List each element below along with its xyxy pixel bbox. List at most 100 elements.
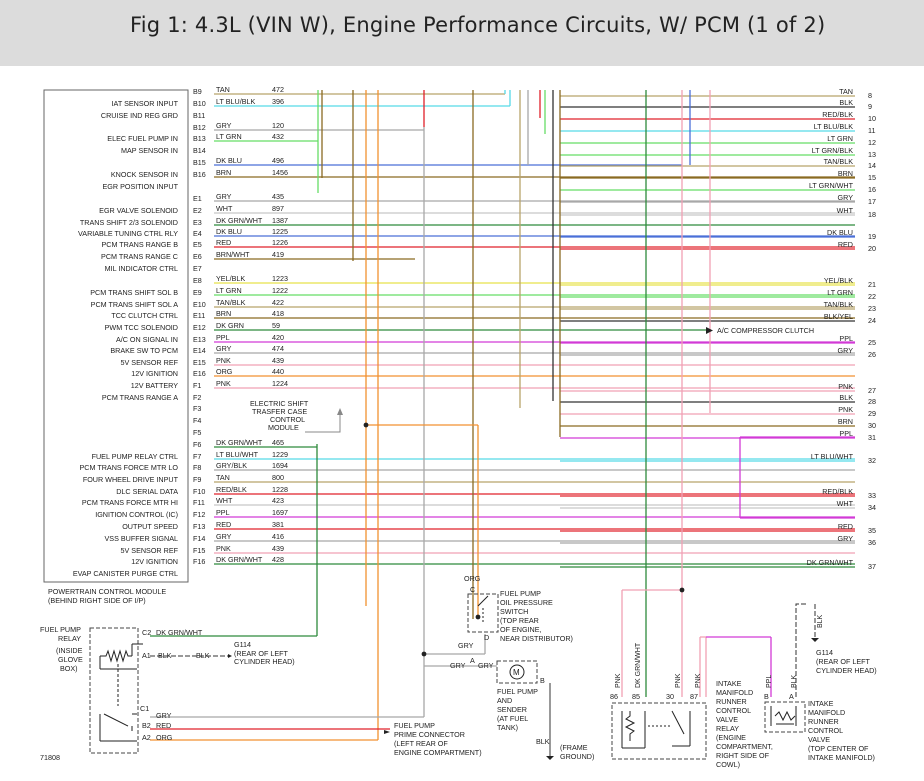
right-wire-label: DK GRN/WHT <box>807 558 854 567</box>
pin-circuit-number: 59 <box>272 321 280 330</box>
g114-right-wire <box>795 603 808 697</box>
oil-switch-label-2: OIL PRESSURE <box>500 598 553 607</box>
pin-circuit-number: 419 <box>272 250 284 259</box>
title-bar: Fig 1: 4.3L (VIN W), Engine Performance … <box>0 0 924 66</box>
relay-coil <box>100 649 132 663</box>
pin-wire-color: DK BLU <box>216 227 242 236</box>
g114-right-label-3: CYLINDER HEAD) <box>816 666 877 675</box>
right-wire-number: 29 <box>868 409 876 418</box>
pin-wire-color: LT GRN <box>216 132 242 141</box>
pin-circuit-number: 1226 <box>272 238 288 247</box>
pin-wire-color: RED/BLK <box>216 485 247 494</box>
pin-id: E14 <box>193 346 206 355</box>
pcm-pin-row: EVAP CANISTER PURGE CTRL <box>73 569 178 578</box>
pin-wire-color: GRY/BLK <box>216 461 247 470</box>
oil-switch-d: D <box>484 633 489 642</box>
pin-wire-color: LT GRN <box>216 286 242 295</box>
right-wire-number: 12 <box>868 138 876 147</box>
pin-function-label: PCM TRANS RANGE A <box>102 393 178 402</box>
figure-title: Fig 1: 4.3L (VIN W), Engine Performance … <box>130 13 826 37</box>
frame-ground-label-2: GROUND) <box>560 752 594 761</box>
ground-symbol <box>228 654 232 658</box>
pin-function-label: 5V SENSOR REF <box>120 546 178 555</box>
sender-gry1: GRY <box>450 661 466 670</box>
right-wire-label: BRN <box>838 417 853 426</box>
pin-function-label: EVAP CANISTER PURGE CTRL <box>73 569 178 578</box>
relay-c2-wire: DK GRN/WHT <box>156 628 203 637</box>
pin-id: B9 <box>193 87 202 96</box>
oil-switch-gry: GRY <box>458 641 474 650</box>
prime-connector-label-1: FUEL PUMP <box>394 721 435 730</box>
pin-wire-color: PNK <box>216 356 231 365</box>
right-wire-number: 28 <box>868 397 876 406</box>
pin-wire-color: WHT <box>216 204 233 213</box>
pin-circuit-number: 381 <box>272 520 284 529</box>
pin-function-label: 12V BATTERY <box>131 381 178 390</box>
relay-switch-contact <box>103 713 129 727</box>
electric-shift-label-3: CONTROL <box>270 415 305 424</box>
pin-function-label: PWM TCC SOLENOID <box>105 323 178 332</box>
relay-b2-pin: B2 <box>142 721 151 730</box>
pin-id: E10 <box>193 300 206 309</box>
pin-circuit-number: 396 <box>272 97 284 106</box>
pin-function-label: FOUR WHEEL DRIVE INPUT <box>83 475 179 484</box>
right-wire-row: BLK 28 <box>560 393 876 406</box>
oil-switch-label-4: (TOP REAR <box>500 616 539 625</box>
pin-circuit-number: 1228 <box>272 485 288 494</box>
frame-ground-symbol <box>546 756 554 760</box>
right-wire-number: 14 <box>868 161 876 170</box>
pin-id: B13 <box>193 134 206 143</box>
pcm-pin-row: F4 <box>193 416 201 425</box>
imrc-relay-wire-4: PNK <box>695 673 702 688</box>
pin-circuit-number: 1229 <box>272 450 288 459</box>
right-wire-label: GRY <box>838 193 854 202</box>
pin-id: B10 <box>193 99 206 108</box>
imrc-valve-label-5: VALVE <box>808 735 830 744</box>
pin-function-label: OUTPUT SPEED <box>122 522 178 531</box>
oil-switch-label-3: SWITCH <box>500 607 528 616</box>
imrc-valve-label-1: INTAKE <box>808 699 834 708</box>
pin-function-label: 5V SENSOR REF <box>120 358 178 367</box>
pin-function-label: MAP SENSOR IN <box>121 146 178 155</box>
pin-id: F2 <box>193 393 201 402</box>
pin-circuit-number: 435 <box>272 192 284 201</box>
pin-circuit-number: 120 <box>272 121 284 130</box>
pin-wire-color: DK BLU <box>216 156 242 165</box>
imrc-relay-wire-3: PNK <box>675 673 682 688</box>
relay-c2-pin: C2 <box>142 628 151 637</box>
imrc-valve-label-2: MANIFOLD <box>808 708 845 717</box>
g114-left-label-2: (REAR OF LEFT <box>234 649 289 658</box>
pin-wire-color: DK GRN/WHT <box>216 438 263 447</box>
right-wire-label: PPL <box>839 429 853 438</box>
right-wire-label: LT GRN/WHT <box>809 181 854 190</box>
pin-circuit-number: 1224 <box>272 379 288 388</box>
right-wire-label: BLK <box>839 393 853 402</box>
right-wire-label: BLK/YEL <box>824 312 853 321</box>
imrc-relay-coil <box>624 711 636 741</box>
pin-id: E11 <box>193 311 205 320</box>
g114-right-label-1: G114 <box>816 648 833 657</box>
imrc-valve-box <box>764 701 806 733</box>
oil-switch-label-6: NEAR DISTRIBUTOR) <box>500 634 573 643</box>
pin-function-label: EGR VALVE SOLENOID <box>99 206 178 215</box>
pin-id: E3 <box>193 218 202 227</box>
pin-id: E1 <box>193 194 202 203</box>
